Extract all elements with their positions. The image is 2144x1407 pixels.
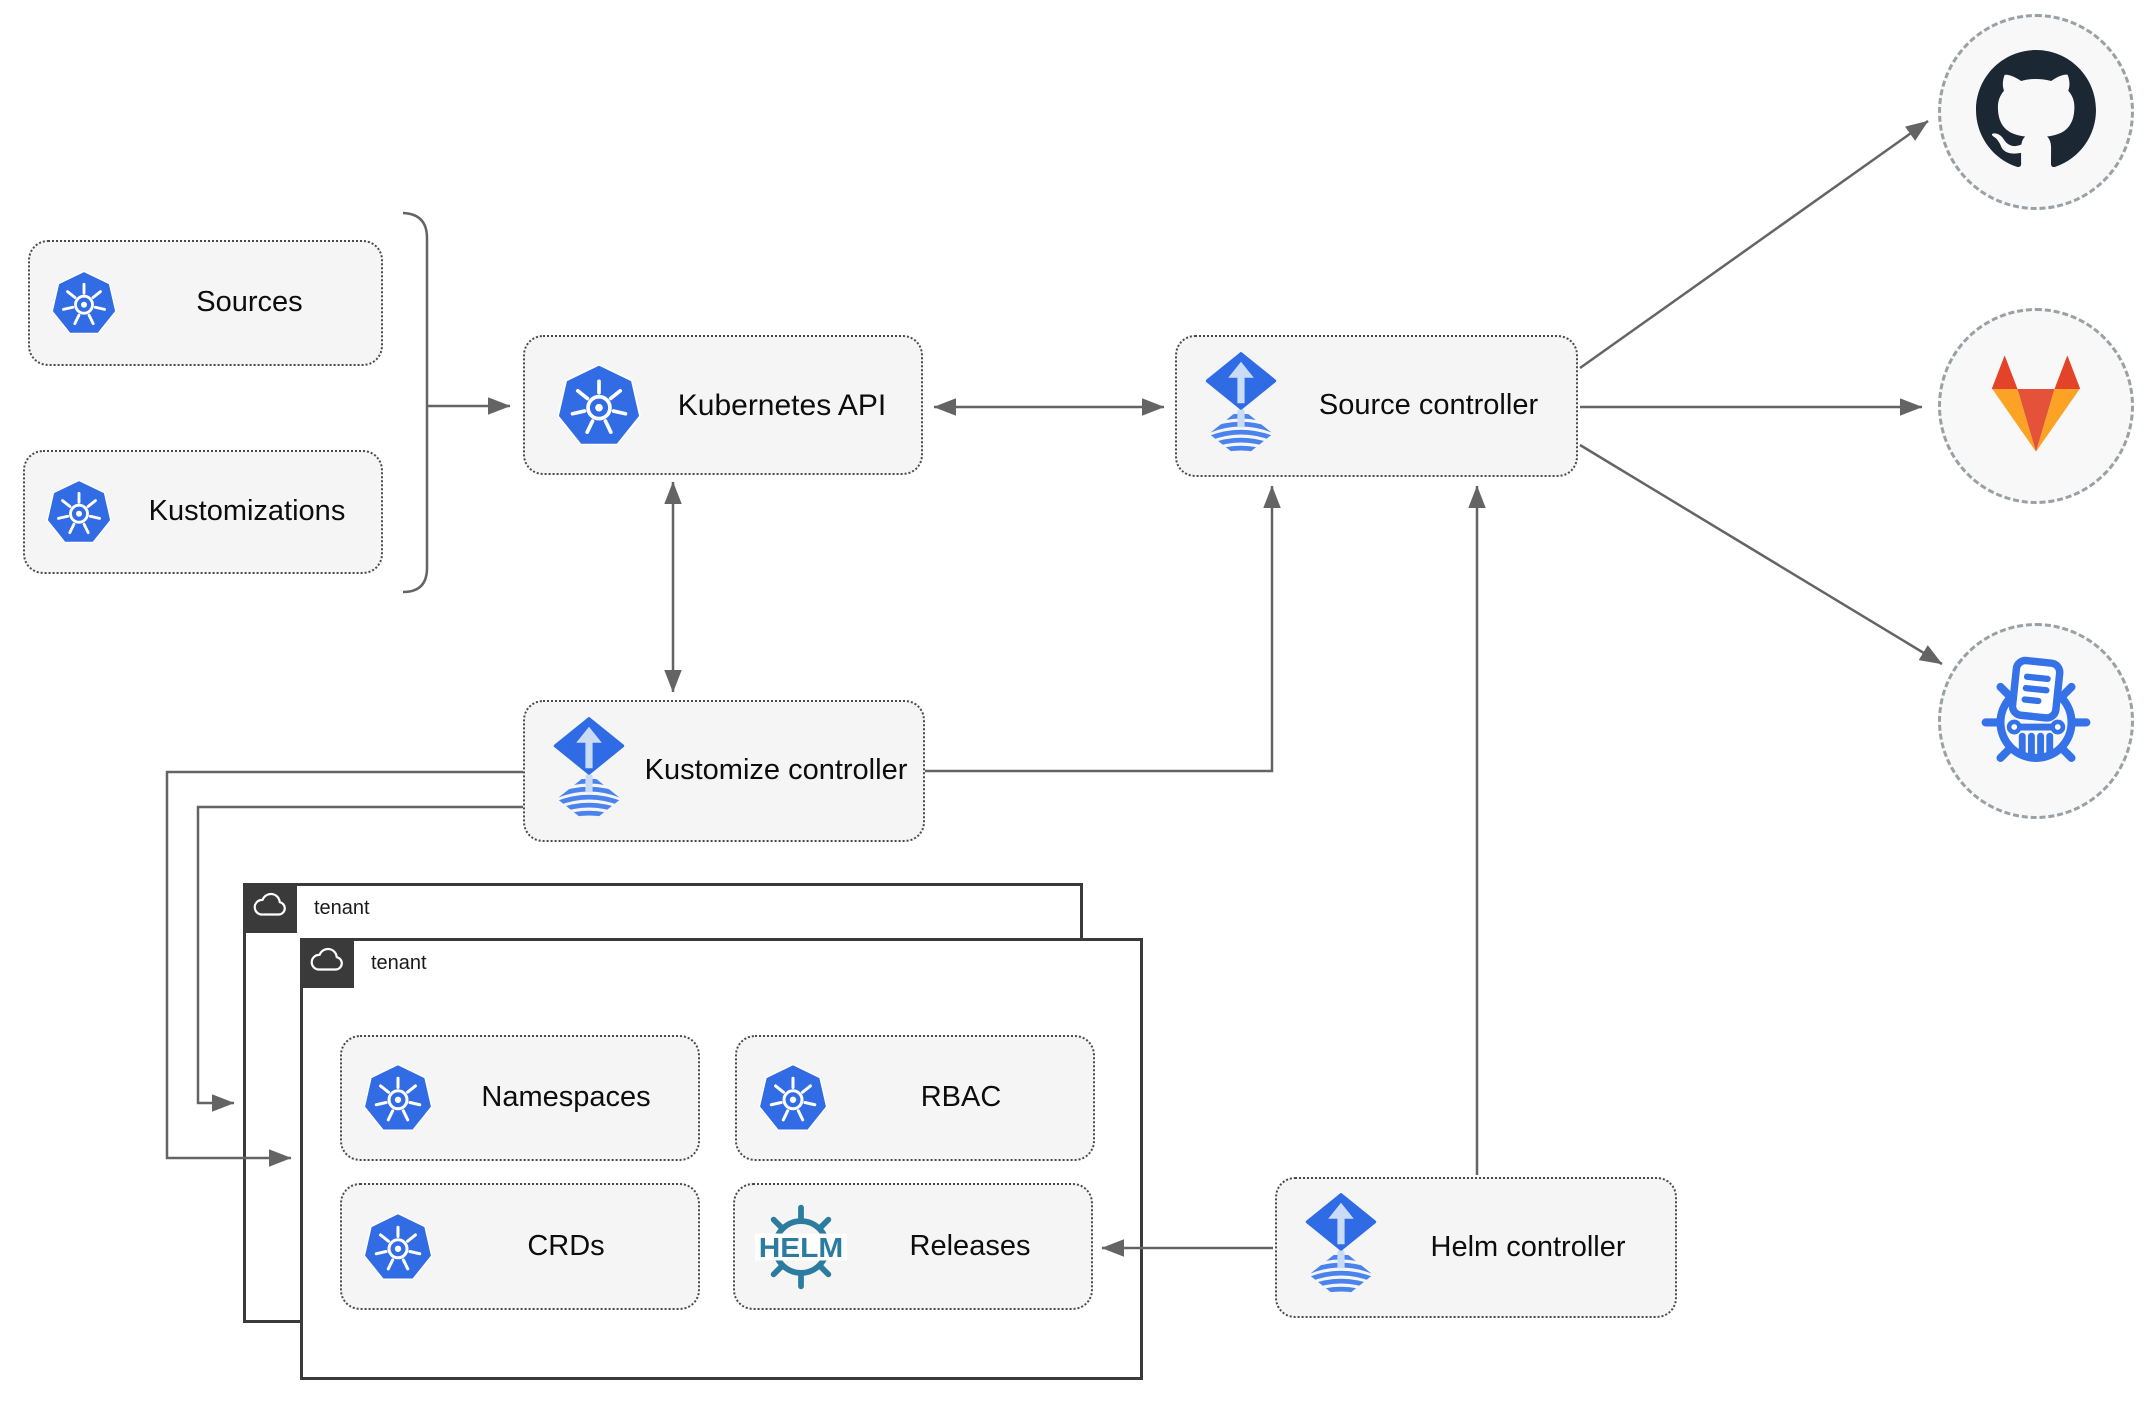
node-label: Kubernetes API xyxy=(677,388,887,422)
arrow-source-to-chartmuseum xyxy=(1579,443,1943,666)
chartmuseum-helm-repo-icon xyxy=(1973,656,2099,787)
flux-icon xyxy=(549,717,629,826)
node-kubernetes-api: Kubernetes API xyxy=(523,335,923,475)
node-releases: HELM Releases xyxy=(733,1183,1093,1310)
node-sources: Sources xyxy=(28,240,383,366)
arrow-kustomize-to-source-controller xyxy=(925,485,1281,773)
kubernetes-icon xyxy=(362,1211,434,1282)
node-label: Kustomize controller xyxy=(644,754,908,787)
bracket-sources-group xyxy=(402,211,429,594)
inner-tenant-label: tenant xyxy=(371,952,427,974)
node-label: CRDs xyxy=(527,1229,605,1262)
cloud-icon xyxy=(309,947,345,979)
external-gitlab xyxy=(1938,308,2134,504)
gitlab-tanuki-icon xyxy=(1980,353,2092,459)
arrow-source-to-github xyxy=(1579,119,1929,370)
github-octocat-icon xyxy=(1976,49,2096,175)
node-source-controller: Source controller xyxy=(1175,335,1578,477)
kubernetes-icon xyxy=(45,479,113,545)
outer-tenant-tab xyxy=(243,883,297,933)
node-kustomizations: Kustomizations xyxy=(23,450,383,574)
inner-tenant-tab xyxy=(300,938,354,988)
external-chartmuseum xyxy=(1938,623,2134,819)
node-kustomize-controller: Kustomize controller xyxy=(523,700,925,842)
node-helm-controller: Helm controller xyxy=(1275,1177,1677,1318)
node-crds: CRDs xyxy=(340,1183,700,1310)
kubernetes-icon xyxy=(757,1063,829,1133)
node-namespaces: Namespaces xyxy=(340,1035,700,1161)
cloud-icon xyxy=(252,892,288,924)
outer-tenant-label: tenant xyxy=(314,897,370,919)
node-rbac: RBAC xyxy=(735,1035,1095,1161)
node-label: Source controller xyxy=(1318,389,1539,422)
node-label: Namespaces xyxy=(481,1081,651,1114)
helm-logo-text: HELM xyxy=(759,1232,843,1263)
helm-wheel-icon: HELM xyxy=(753,1199,849,1295)
kubernetes-icon xyxy=(555,362,643,448)
external-github xyxy=(1938,14,2134,210)
kubernetes-icon xyxy=(50,270,118,336)
flux-icon xyxy=(1301,1193,1381,1302)
flux-icon xyxy=(1201,352,1281,461)
node-label: Kustomizations xyxy=(148,495,346,528)
node-label: Sources xyxy=(196,286,303,319)
kubernetes-icon xyxy=(362,1063,434,1133)
node-label: RBAC xyxy=(920,1081,1002,1114)
node-label: Releases xyxy=(909,1229,1031,1262)
node-label: Helm controller xyxy=(1430,1230,1626,1263)
